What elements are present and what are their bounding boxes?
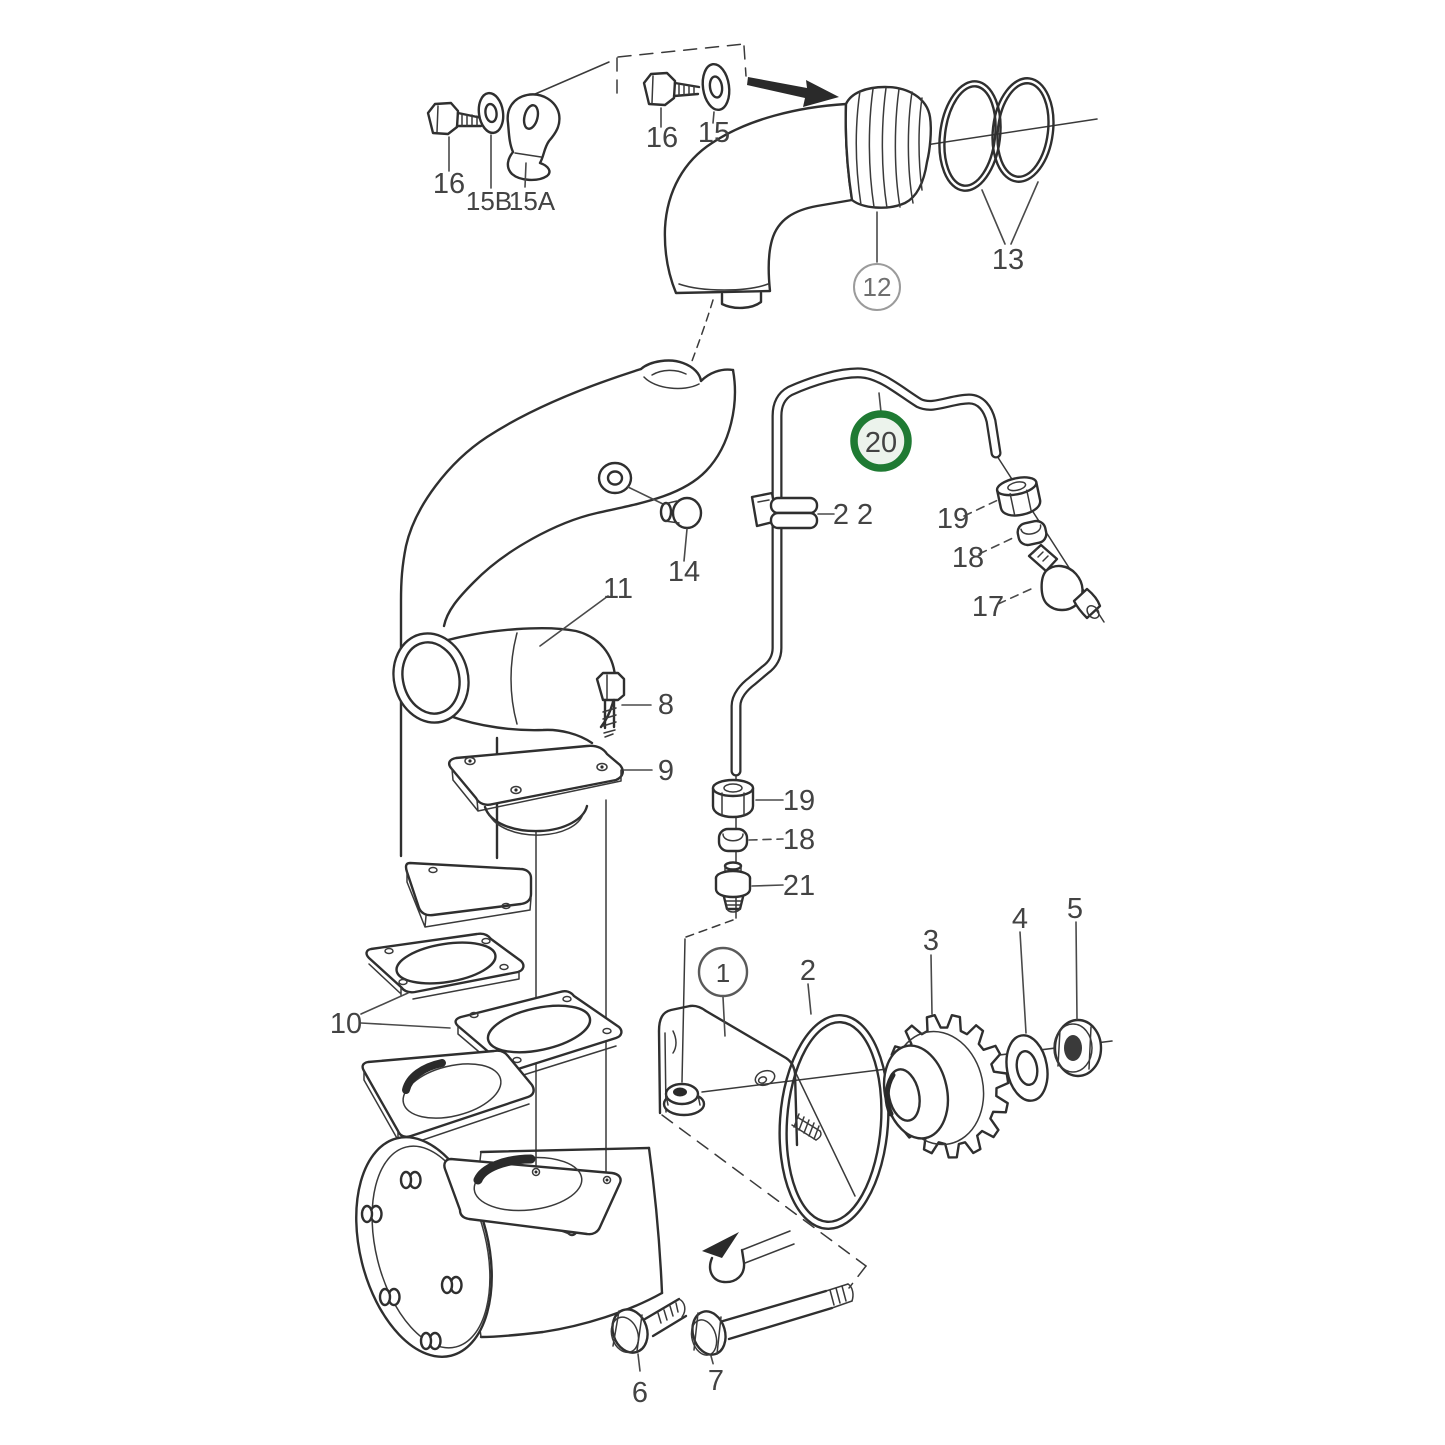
callout-18-upper: 18 [952,542,984,574]
callout-17: 17 [972,591,1004,623]
callout-15A: 15A [509,186,556,216]
bracket-15A [506,93,561,182]
callout-9: 9 [658,755,674,787]
washer-15 [701,62,731,112]
o-ring-2 [778,1013,890,1231]
sleeve-18-lower [717,827,749,853]
callout-22: 2 2 [833,499,873,531]
pump-top-flange [443,1154,622,1236]
elbow-fitting-17 [1027,543,1102,620]
callout-10: 10 [330,1008,362,1040]
callout-15: 15 [698,117,730,149]
nipple-21 [714,861,752,913]
callout-18-lower: 18 [783,824,815,856]
nut-19-upper [995,476,1042,517]
callout-4: 4 [1012,903,1028,935]
bolt-8 [595,671,626,738]
elbow-hose-11 [392,627,617,745]
callout-16-left: 16 [433,168,465,200]
callout-11: 11 [603,573,633,605]
callout-16-top: 16 [646,122,678,154]
callouts: 16 15B 15A 16 15 13 14 11 8 9 2 2 19 18 … [330,117,1083,1409]
direction-arrow-icon [747,77,839,107]
riser-bottom-flange [404,861,533,928]
callout-21: 21 [783,870,815,902]
callout-1: 1 [716,958,730,988]
clamp-22 [750,491,819,530]
callout-8: 8 [658,689,674,721]
gear-3 [882,1014,1010,1159]
bolt-16-top [642,71,701,107]
pipe-20 [730,367,1002,777]
washer-4 [1005,1034,1049,1102]
callout-12: 12 [863,272,892,302]
callout-14: 14 [668,556,700,588]
bracket-arm [708,1230,795,1284]
bolt-7 [690,1283,854,1356]
o-rings-13 [938,77,1055,192]
part-ref-12[interactable]: 12 [853,263,901,311]
pump-rim-bolts [360,1170,463,1351]
dashed-construction-lines [511,43,867,1289]
bolt-6 [610,1297,688,1354]
washer-15B [477,91,505,135]
plug-14 [597,461,703,530]
flange-9 [448,744,624,836]
bolt-16-left [426,101,484,136]
callout-15B: 15B [466,186,512,216]
callout-19-lower: 19 [783,785,815,817]
nut-19-lower [711,778,755,819]
callout-5: 5 [1067,893,1083,925]
leader-lines [360,107,1078,1372]
part-ref-1[interactable]: 1 [697,946,749,998]
nut-5 [1053,1018,1103,1078]
gasket-10-a [365,932,525,1000]
callout-7: 7 [708,1365,724,1397]
callout-13: 13 [992,244,1024,276]
plate-stud [791,1113,822,1141]
callout-20: 20 [865,427,897,459]
shadow-wedge [702,1232,739,1258]
mount-plate-1 [657,1004,856,1197]
hose-elbow-12 [663,85,932,310]
part-ref-20-highlighted[interactable]: 20 [850,410,912,472]
callout-2: 2 [800,955,816,987]
callout-6: 6 [632,1377,648,1409]
riser-mount-flange [361,1049,535,1145]
callout-19-upper: 19 [937,503,969,535]
callout-3: 3 [923,925,939,957]
sleeve-18-upper [1016,519,1048,547]
